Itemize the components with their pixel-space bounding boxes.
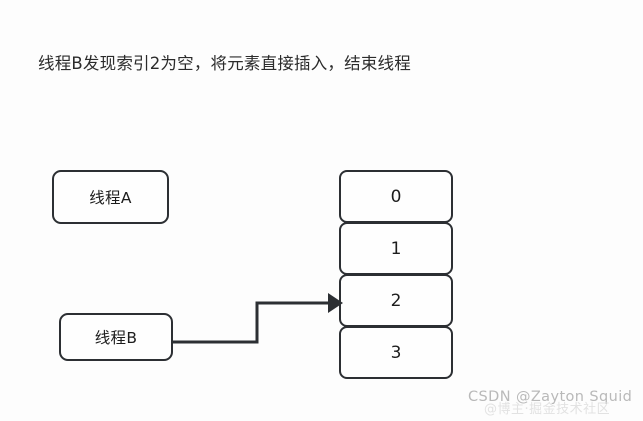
array-cell-0[interactable]: 0 [339,170,453,223]
array-cell-1[interactable]: 1 [339,222,453,275]
array-stack: 0 1 2 3 [339,170,453,379]
node-thread-a-label: 线程A [89,189,132,207]
node-thread-b-label: 线程B [94,329,138,347]
array-cell-1-label: 1 [390,238,402,259]
array-cell-2-label: 2 [390,290,402,311]
array-cell-0-label: 0 [390,186,402,207]
node-thread-a[interactable]: 线程A [52,170,169,224]
node-thread-b[interactable]: 线程B [59,313,173,361]
diagram-caption: 线程B发现索引2为空，将元素直接插入，结束线程 [38,54,411,73]
array-cell-3[interactable]: 3 [339,326,453,379]
watermark-secondary: @博主·掘金技术社区 [484,402,611,417]
array-cell-3-label: 3 [390,342,402,363]
connector-path [172,301,328,344]
array-cell-2[interactable]: 2 [339,274,453,327]
watermark-csdn: CSDN @Zayton Squid [468,389,633,405]
